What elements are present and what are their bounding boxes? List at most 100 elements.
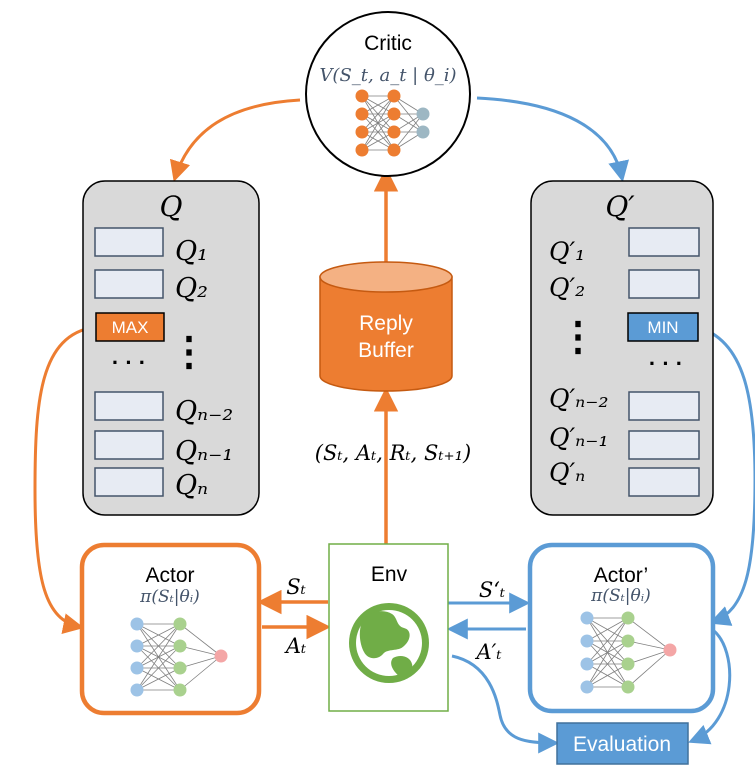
critic-net-node bbox=[387, 107, 401, 121]
actor-net-node bbox=[130, 639, 144, 653]
qprime-label-n: Q′ₙ bbox=[549, 458, 585, 487]
q-ellipsis: · · · bbox=[112, 350, 146, 375]
actor-net-edge bbox=[179, 623, 222, 657]
critic-net-node bbox=[355, 89, 369, 103]
qprime-vdots: ⋮ bbox=[558, 315, 598, 359]
actor-net-edge bbox=[136, 623, 181, 647]
min-selector-label: MIN bbox=[647, 318, 678, 337]
q-slot-n-2 bbox=[94, 391, 164, 421]
actor-net-node bbox=[173, 661, 187, 675]
actorprime-net-node bbox=[621, 611, 635, 625]
critic-net-node bbox=[416, 125, 430, 139]
action-prime-arrow-label: A′ₜ bbox=[474, 640, 501, 664]
buffer-label-line1: Reply bbox=[359, 312, 413, 335]
actorprime-net-edge bbox=[586, 617, 629, 688]
q-panel: Q Q₁ Q₂ Qₙ₋₂ Qₙ₋₁ Qₙ MAX · · · ⋮ bbox=[82, 180, 260, 516]
actorprime-net-edge bbox=[586, 617, 629, 642]
actorprime-net-node bbox=[580, 680, 594, 694]
actor-prime-network-icon bbox=[580, 611, 677, 694]
critic-net-edge bbox=[361, 113, 395, 151]
actor-net-node bbox=[173, 683, 187, 697]
critic-net-node bbox=[387, 89, 401, 103]
critic-net-edge bbox=[361, 95, 395, 133]
actor-prime-box bbox=[527, 542, 716, 714]
transition-tuple-label: (Sₜ, Aₜ, Rₜ, Sₜ₊₁) bbox=[315, 441, 471, 465]
actor-net-node bbox=[130, 617, 144, 631]
actorprime-net-edge bbox=[586, 617, 629, 665]
critic-network-icon bbox=[355, 89, 430, 157]
actor-net-node bbox=[130, 661, 144, 675]
actorprime-net-node bbox=[621, 657, 635, 671]
actorprime-net-node bbox=[580, 634, 594, 648]
q-label-n-1: Qₙ₋₁ bbox=[175, 436, 233, 467]
reply-buffer-cylinder: Reply Buffer bbox=[319, 261, 453, 392]
actor-net-edge bbox=[136, 645, 181, 691]
actor-net-node bbox=[173, 639, 187, 653]
critic-net-node bbox=[355, 107, 369, 121]
state-arrow-label: Sₜ bbox=[286, 575, 306, 599]
actor-prime-title: Actor’ bbox=[594, 564, 648, 587]
q-slot-1 bbox=[94, 227, 164, 257]
critic-net-node bbox=[387, 143, 401, 157]
qprime-label-n-2: Q′ₙ₋₂ bbox=[549, 384, 609, 413]
max-selector-box bbox=[95, 312, 165, 342]
q-panel-title: Q bbox=[160, 190, 183, 223]
actor-net-node bbox=[173, 617, 187, 631]
buffer-label-line2: Buffer bbox=[358, 339, 414, 362]
buffer-top bbox=[319, 261, 453, 293]
actorprime-net-node bbox=[621, 634, 635, 648]
actor-net-edge bbox=[179, 655, 222, 669]
evaluation-box bbox=[556, 722, 689, 765]
critic-title: Critic bbox=[364, 32, 412, 55]
q-vdots: ⋮ bbox=[169, 330, 209, 374]
critic-to-q-arrow bbox=[170, 98, 301, 183]
q-label-n-2: Qₙ₋₂ bbox=[175, 396, 233, 427]
qprime-slot-n-1 bbox=[628, 430, 700, 460]
q-prime-panel-title: Q′ bbox=[605, 190, 635, 223]
actor-prime-node: Actor’ π(Sₜ|θᵢ) bbox=[527, 542, 716, 714]
q-slot-n bbox=[94, 467, 164, 497]
actorprime-net-edge bbox=[627, 649, 671, 688]
critic-net-edge bbox=[393, 113, 424, 151]
actorprime-net-node bbox=[663, 643, 677, 657]
q-slot-2 bbox=[94, 269, 164, 299]
critic-net-node bbox=[355, 143, 369, 157]
env-node: Env bbox=[328, 543, 449, 712]
max-to-actor-arrow bbox=[33, 325, 96, 634]
actorprime-net-node bbox=[621, 680, 635, 694]
actor-net-edge bbox=[136, 623, 181, 669]
critic-to-qprime-arrow bbox=[476, 96, 629, 183]
actorprime-net-edge bbox=[627, 617, 671, 651]
min-selector-box bbox=[627, 312, 699, 342]
buffer-body bbox=[319, 276, 453, 392]
actorprime-net-edge bbox=[586, 663, 629, 688]
actor-net-edge bbox=[136, 667, 181, 691]
qprime-slot-n bbox=[628, 467, 700, 497]
critic-net-edge bbox=[361, 95, 395, 151]
qprime-label-n-1: Q′ₙ₋₁ bbox=[549, 423, 609, 452]
globe-icon bbox=[349, 603, 429, 683]
qprime-slot-1 bbox=[628, 227, 700, 257]
actorprime-net-node bbox=[580, 657, 594, 671]
q-label-n: Qₙ bbox=[175, 470, 208, 501]
qprime-label-1: Q′₁ bbox=[549, 237, 585, 266]
critic-formula: V(S_t, a_t | θ_i) bbox=[319, 65, 456, 86]
critic-net-node bbox=[416, 107, 430, 121]
q-label-1: Q₁ bbox=[175, 236, 208, 267]
actorprime-net-node bbox=[580, 611, 594, 625]
actor-net-edge bbox=[179, 655, 222, 691]
actor-title: Actor bbox=[145, 564, 194, 587]
actor-formula: π(Sₜ|θᵢ) bbox=[139, 587, 200, 607]
actor-net-node bbox=[130, 683, 144, 697]
q-slot-n-1 bbox=[94, 430, 164, 460]
qprime-slot-n-2 bbox=[628, 391, 700, 421]
qprime-slot-2 bbox=[628, 269, 700, 299]
actor-net-edge bbox=[136, 623, 181, 691]
critic-net-node bbox=[387, 125, 401, 139]
env-title: Env bbox=[371, 563, 408, 586]
actor-node: Actor π(Sₜ|θᵢ) bbox=[79, 542, 262, 716]
state-prime-arrow-label: S‘ₜ bbox=[479, 578, 505, 602]
actorprime-net-edge bbox=[627, 649, 671, 665]
actorprime-to-evaluation-arrow bbox=[688, 628, 732, 745]
